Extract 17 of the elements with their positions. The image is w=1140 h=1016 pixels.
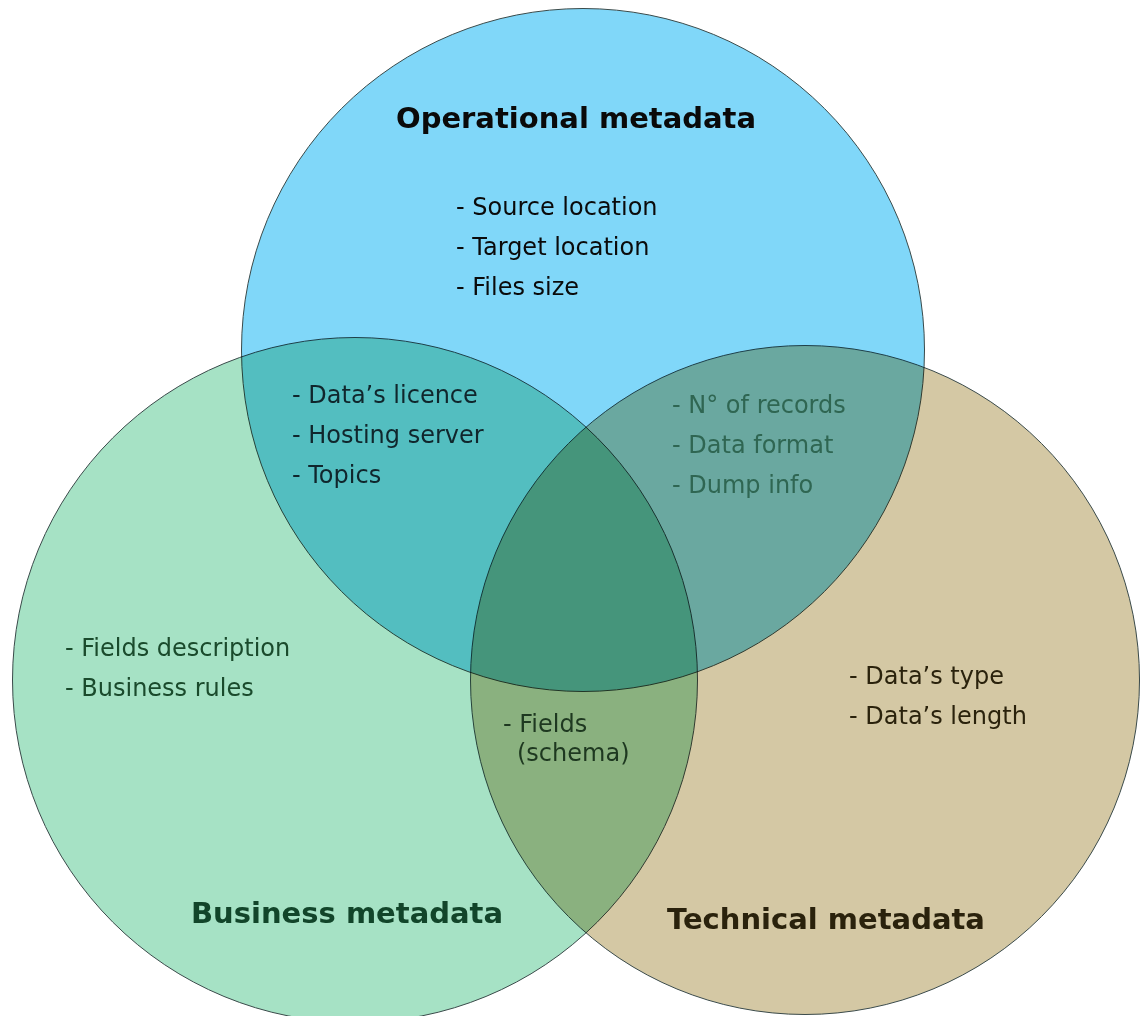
- circle-title: Business metadata: [191, 896, 503, 931]
- list-item: - Data format: [672, 431, 834, 460]
- list-item: - Topics: [292, 461, 382, 490]
- list-item: - Data’s length: [849, 702, 1027, 731]
- list-item: - Fields (schema): [503, 710, 631, 768]
- list-item: - N° of records: [672, 391, 846, 420]
- list-item: - Data’s type: [849, 662, 1004, 691]
- list-item: - Data’s licence: [292, 381, 478, 410]
- list-item: - Target location: [456, 233, 650, 262]
- circle-title: Operational metadata: [396, 101, 756, 136]
- list-item: - Hosting server: [292, 421, 484, 450]
- circle-title: Technical metadata: [667, 902, 985, 937]
- list-item: - Dump info: [672, 471, 814, 500]
- list-item: - Fields description: [65, 634, 291, 663]
- list-item: - Files size: [456, 273, 580, 302]
- list-item: - Source location: [456, 193, 658, 222]
- list-item: - Business rules: [65, 674, 254, 703]
